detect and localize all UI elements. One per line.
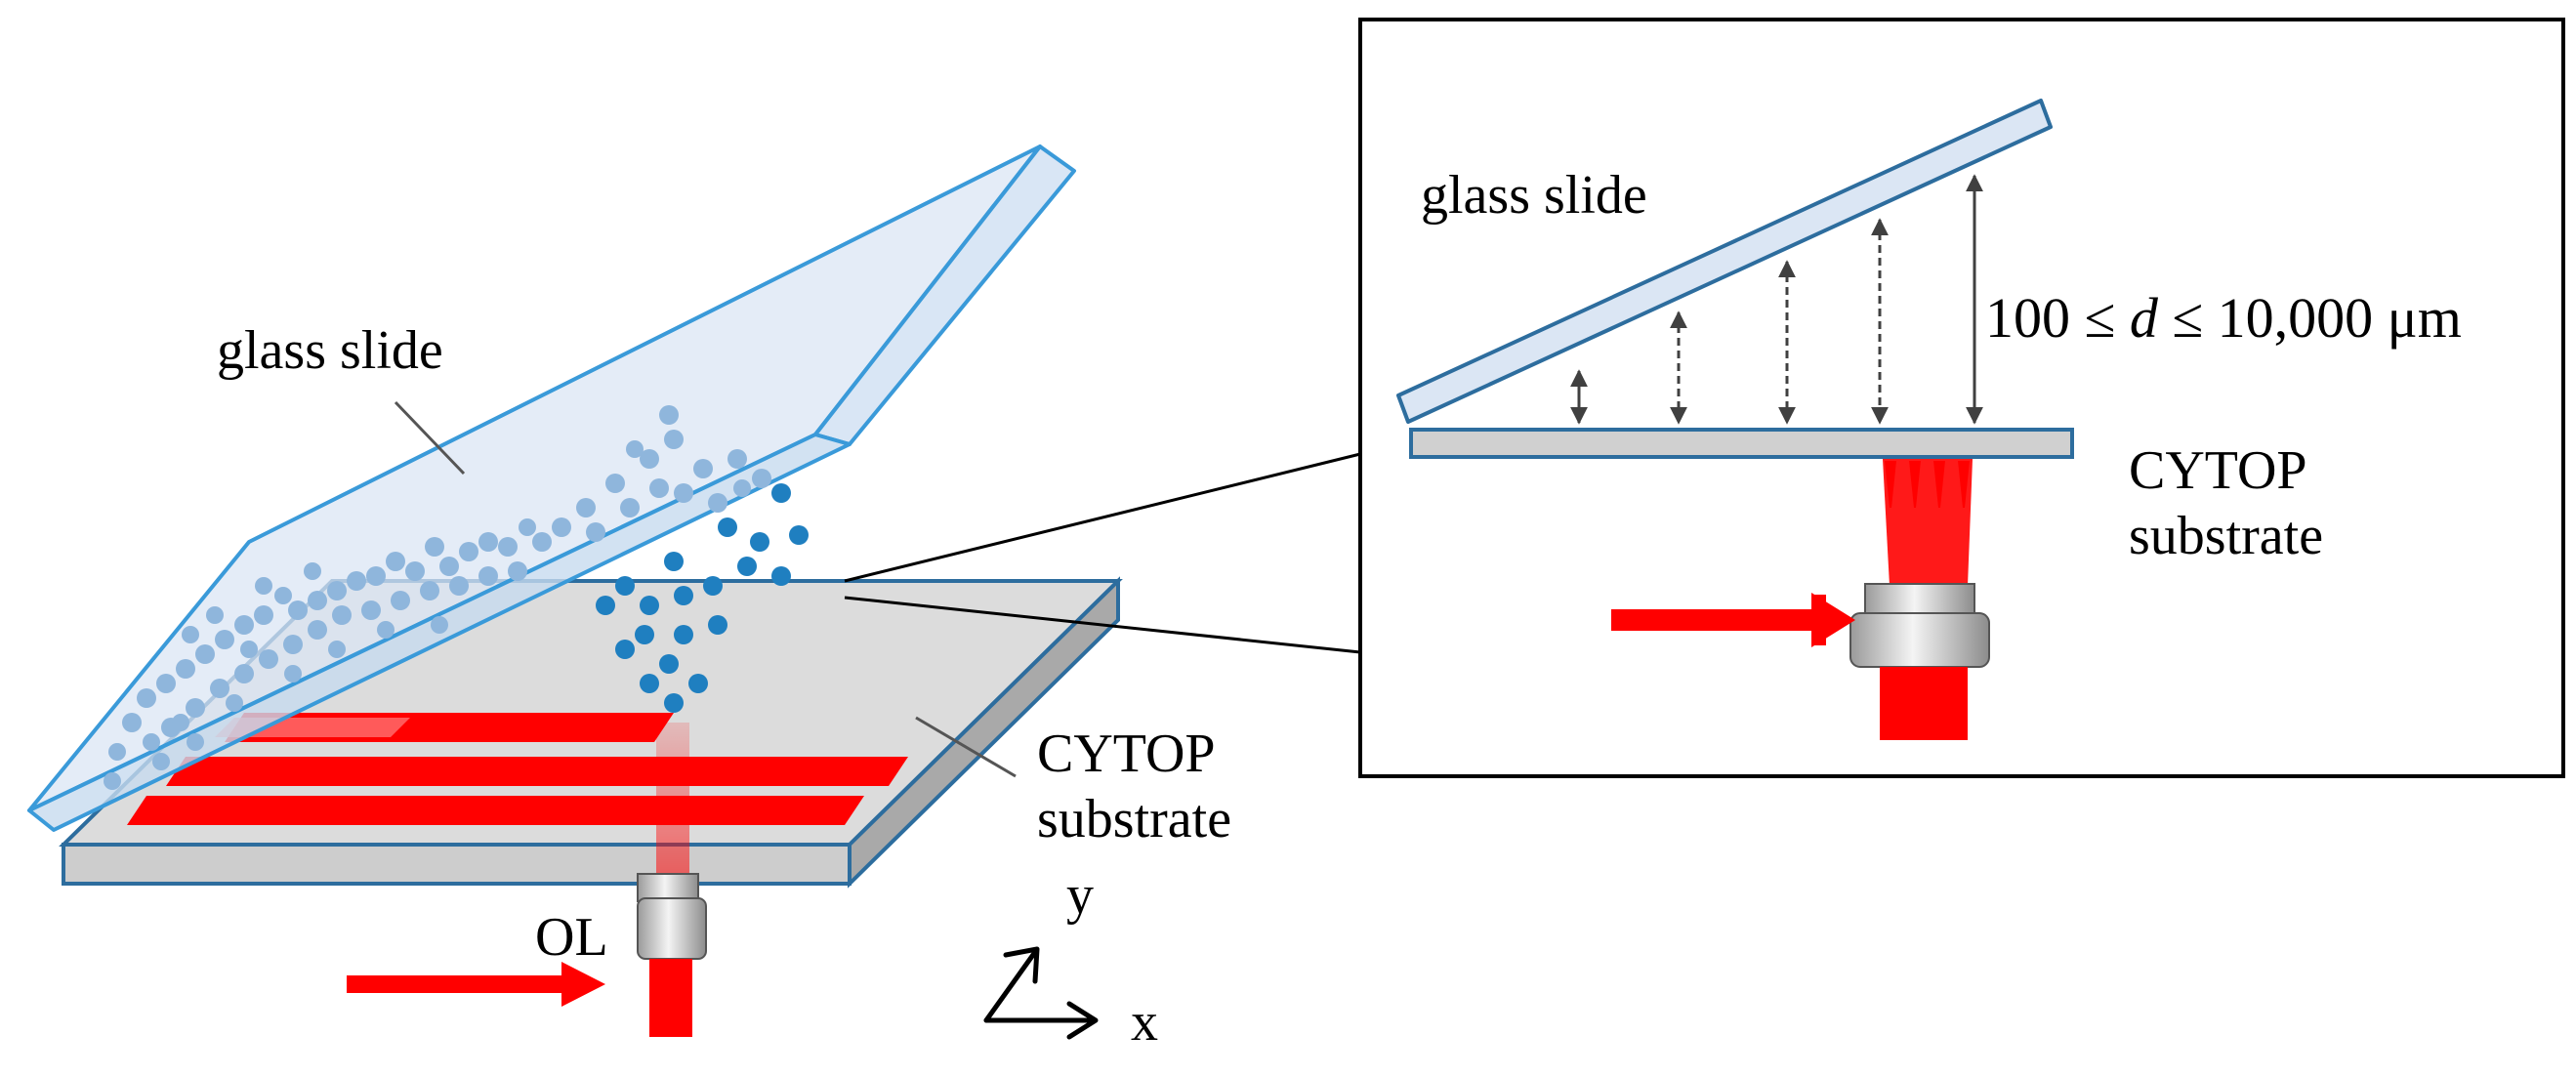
objective-lens-icon — [637, 873, 707, 960]
laser-beam-upper — [656, 723, 689, 879]
inset-substrate — [1409, 428, 2074, 459]
double-arrow-icon — [1570, 174, 1983, 425]
inset-focused-beam — [1883, 459, 1973, 586]
inset-glass-slide-label: glass slide — [1421, 165, 1647, 226]
inset-objective-lens-icon — [1849, 583, 1990, 668]
zoom-connectors — [844, 452, 1361, 654]
inset-substrate-label-line2: substrate — [2129, 506, 2323, 566]
inset-laser-beam-lower — [1880, 667, 1968, 740]
gap-formula-suffix: ≤ 10,000 μm — [2158, 286, 2462, 350]
inset-laser-arrow-icon — [1611, 593, 1855, 647]
substrate-leader — [915, 716, 1017, 778]
inset-substrate-label-line1: CYTOP — [2129, 440, 2307, 501]
substrate-label-line2: substrate — [1037, 789, 1231, 849]
inset-glass-slide — [1396, 99, 2053, 424]
laser-arrow-icon — [347, 962, 605, 1007]
main-figure: glass slide CYTOP substrate OL y x — [27, 145, 1231, 1053]
gap-formula: 100 ≤ d ≤ 10,000 μm — [1985, 286, 2462, 350]
axis-y-label: y — [1066, 865, 1094, 926]
substrate-label-line1: CYTOP — [1037, 724, 1216, 784]
droplets-dark — [596, 483, 809, 713]
laser-beam-lower — [649, 959, 692, 1037]
gap-formula-variable: d — [2130, 286, 2159, 350]
glass-slide-leader — [394, 400, 466, 476]
axis-x-label: x — [1131, 992, 1158, 1053]
objective-label: OL — [535, 907, 608, 968]
xy-axes-icon — [983, 946, 1099, 1040]
inset-panel: glass slide 100 ≤ d ≤ 10,000 μm CYTOP su… — [1358, 18, 2565, 778]
droplets-light — [104, 405, 771, 790]
glass-slide-label: glass slide — [217, 320, 443, 381]
gap-formula-prefix: 100 ≤ — [1985, 286, 2130, 350]
